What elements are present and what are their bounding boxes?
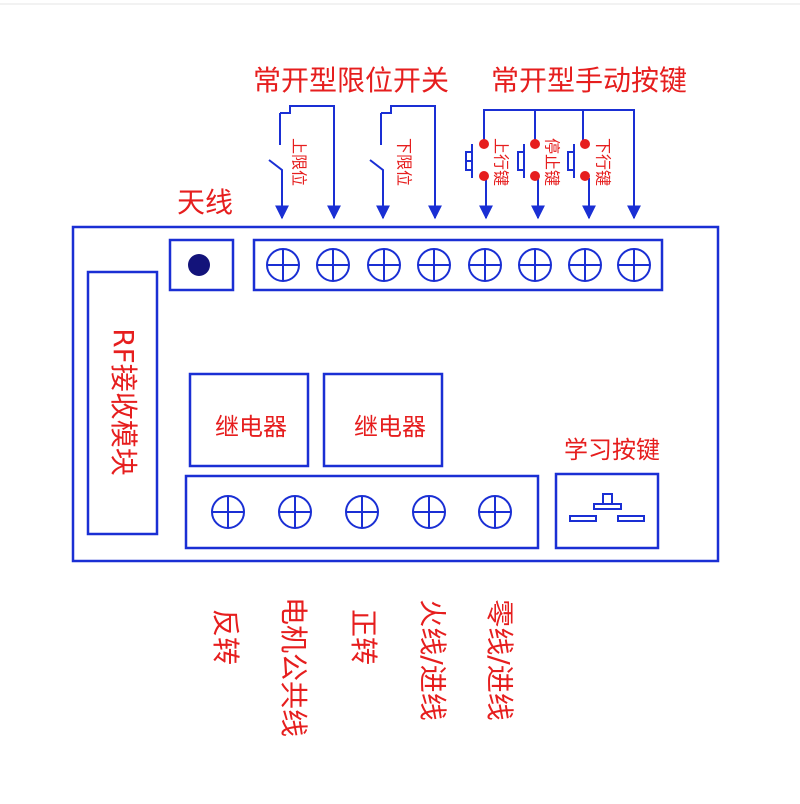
rf-module-box xyxy=(86,270,159,536)
bottom-terminal-block xyxy=(184,474,540,550)
learn-key-switch-icon xyxy=(569,493,645,522)
reverse-label: 反转 xyxy=(209,609,242,665)
upper-limit-label: 上限位 xyxy=(290,138,309,186)
antenna-connector xyxy=(188,254,210,276)
top-terminal-block xyxy=(252,238,664,292)
bottom-terminal-screw-1 xyxy=(211,495,245,529)
top-terminal-screw-6 xyxy=(518,248,552,282)
antenna-box xyxy=(168,238,235,292)
rf-module-label: RF接收模块 xyxy=(107,328,140,476)
bottom-terminals xyxy=(211,495,512,529)
down-key-contact-bottom xyxy=(580,171,590,181)
stop-key-pushbutton-icon xyxy=(517,144,525,178)
top-terminal-screw-5 xyxy=(468,248,502,282)
antenna-label: 天线 xyxy=(177,186,233,219)
motor-common-label: 电机公共线 xyxy=(277,597,310,737)
relay-1-box xyxy=(188,372,310,468)
relay-2-label: 继电器 xyxy=(354,413,426,441)
up-key-contact-bottom xyxy=(479,171,489,181)
top-terminal-screw-4 xyxy=(417,248,451,282)
top-terminal-screw-1 xyxy=(266,248,300,282)
neutral-in-label: 零线/进线 xyxy=(483,599,516,720)
bottom-terminal-screw-4 xyxy=(412,495,446,529)
top-terminal-screw-3 xyxy=(367,248,401,282)
manual-key-title: 常开型手动按键 xyxy=(491,64,687,97)
down-key-contact-top xyxy=(580,139,590,149)
bottom-terminal-screw-5 xyxy=(478,495,512,529)
limit-switch-title: 常开型限位开关 xyxy=(253,64,449,97)
relay-1-label: 继电器 xyxy=(215,413,287,441)
bottom-terminal-screw-3 xyxy=(345,495,379,529)
up-key-label: 上行键 xyxy=(492,138,511,186)
live-in-label: 火线/进线 xyxy=(416,599,449,720)
lower-limit-label: 下限位 xyxy=(395,138,414,186)
down-key-pushbutton-icon xyxy=(567,144,575,178)
down-key-label: 下行键 xyxy=(594,138,613,186)
learn-key-box xyxy=(554,472,660,550)
top-terminals xyxy=(266,248,651,282)
learn-key-label: 学习按键 xyxy=(564,436,660,464)
controller-board xyxy=(71,225,720,563)
stop-key-contact-bottom xyxy=(530,171,540,181)
top-terminal-screw-8 xyxy=(617,248,651,282)
top-terminal-screw-2 xyxy=(316,248,350,282)
top-terminal-screw-7 xyxy=(568,248,602,282)
bottom-terminal-screw-2 xyxy=(278,495,312,529)
stop-key-contact-top xyxy=(530,139,540,149)
up-key-pushbutton-icon xyxy=(465,144,473,178)
relay-2-box xyxy=(322,372,444,468)
up-key-contact-top xyxy=(479,139,489,149)
stop-key-label: 停止键 xyxy=(543,138,562,186)
forward-label: 正转 xyxy=(347,609,380,665)
